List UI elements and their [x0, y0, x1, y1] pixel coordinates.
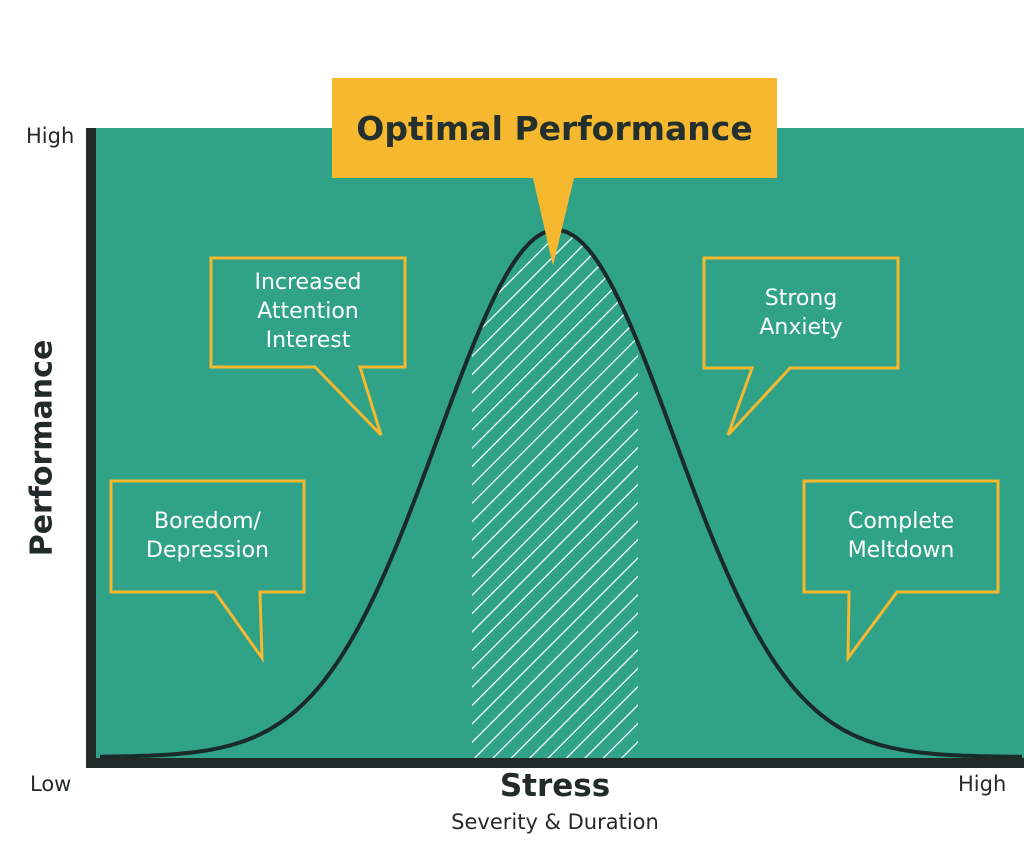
boredom-callout-box	[109, 479, 306, 663]
anxiety-callout-box	[702, 256, 900, 437]
anxiety-label: Strong Anxiety	[759, 286, 843, 340]
x-axis-high-label: High	[958, 772, 1007, 796]
x-axis-line	[86, 758, 1024, 768]
boredom-label: Boredom/ Depression	[146, 509, 269, 563]
y-axis-high-label: High	[26, 124, 75, 148]
optimal-performance-label: Optimal Performance	[356, 108, 753, 148]
attention-callout-box	[209, 256, 407, 437]
y-axis-title: Performance	[24, 339, 60, 557]
optimal-performance-callout	[332, 78, 777, 266]
optimal-zone-hatch	[472, 230, 638, 760]
meltdown-label: Complete Meltdown	[847, 509, 955, 563]
x-axis-title: Stress	[499, 768, 611, 804]
x-axis-low-label: Low	[30, 772, 72, 796]
meltdown-callout-box	[802, 479, 1000, 663]
y-axis-line	[86, 128, 96, 768]
x-axis-subtitle: Severity & Duration	[451, 810, 659, 834]
attention-label: Increased Attention Interest	[254, 270, 362, 353]
